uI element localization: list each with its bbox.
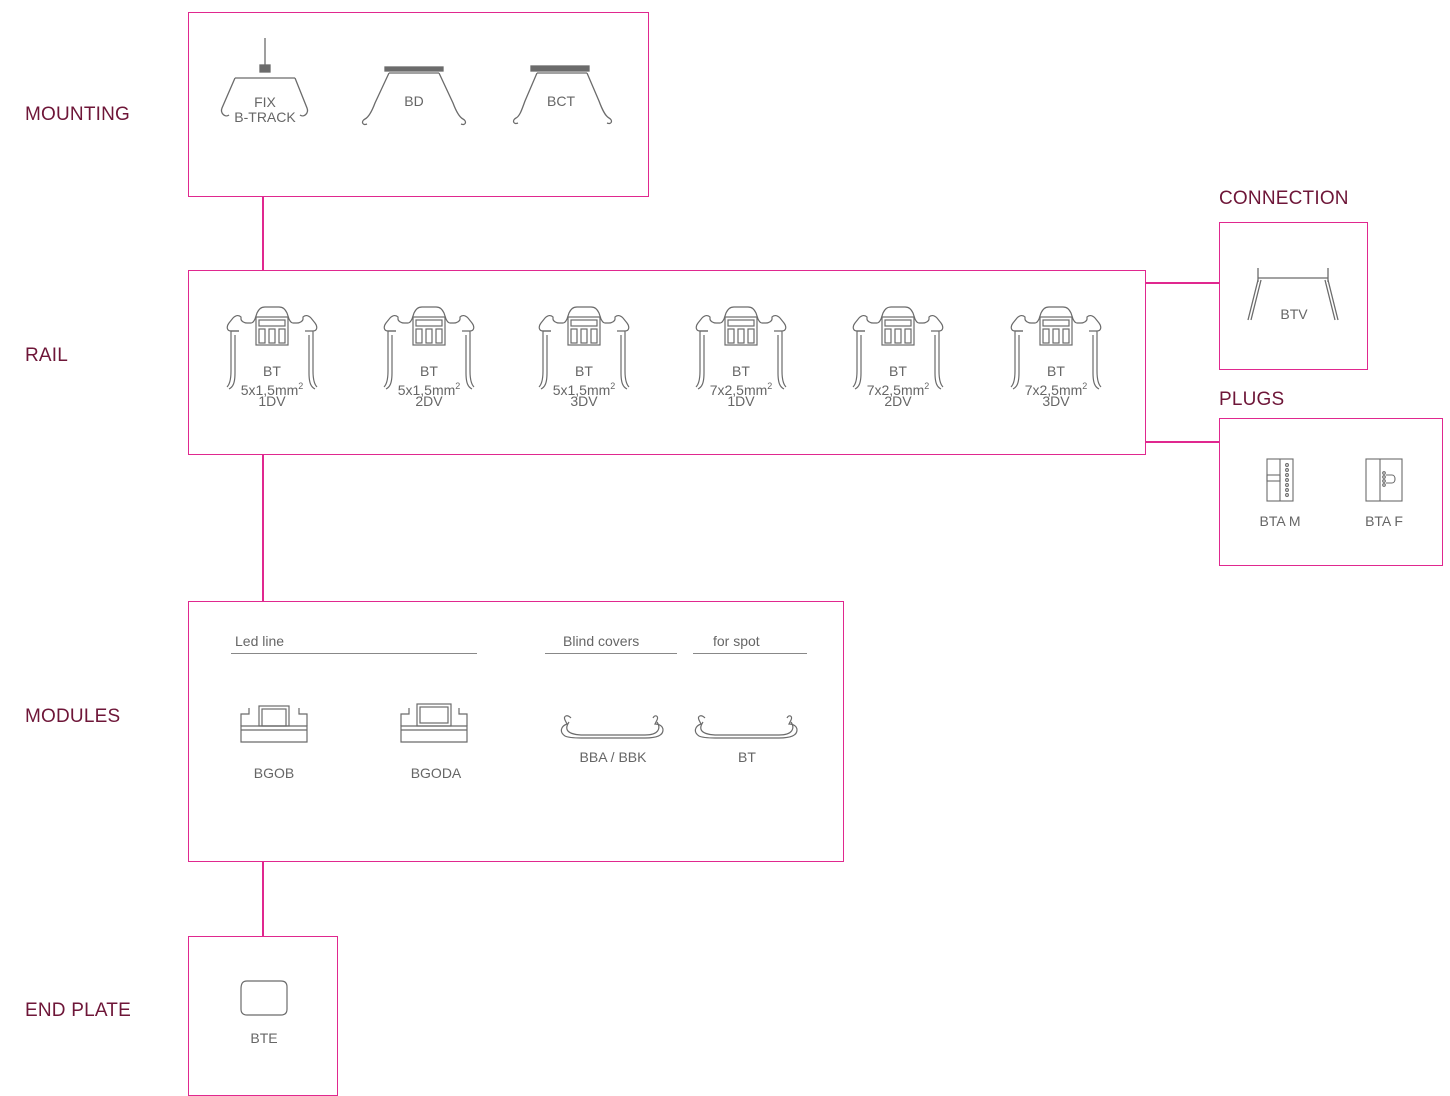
bt-spot-cover-icon xyxy=(694,715,798,739)
bd-profile-icon xyxy=(361,66,467,126)
btaf-label: BTA F xyxy=(1365,513,1403,529)
plug-item-btam[interactable]: BTA M xyxy=(1258,457,1310,537)
fix-btrack-label-line1: FIX xyxy=(254,94,276,110)
connector-modules-endplate xyxy=(262,861,264,937)
bba-bbk-label: BBA / BBK xyxy=(579,749,647,765)
bt-rail-profile-icon xyxy=(226,306,318,390)
btv-label: BTV xyxy=(1280,306,1308,322)
for-spot-underline xyxy=(693,653,807,654)
btaf-plug-icon xyxy=(1365,458,1403,502)
connector-rail-plugs xyxy=(1145,441,1220,443)
rail-item-name: BT xyxy=(575,363,593,379)
fix-btrack-profile-icon xyxy=(220,38,309,117)
module-item-bgoda[interactable]: BGODA xyxy=(399,703,469,789)
mounting-box: FIX B-TRACK BD BCT xyxy=(188,12,649,197)
modules-box: Led line Blind covers for spot BGOB xyxy=(188,601,844,862)
subheading-blind-covers: Blind covers xyxy=(563,633,640,649)
mounting-item-fix-btrack[interactable]: FIX B-TRACK xyxy=(219,38,315,133)
subheading-led-line: Led line xyxy=(235,633,285,649)
module-item-bgob[interactable]: BGOB xyxy=(239,704,309,789)
rail-item-name: BT xyxy=(1047,363,1065,379)
bct-label: BCT xyxy=(547,93,575,109)
mounting-item-bd[interactable]: BD xyxy=(361,63,467,133)
rail-item-variant: 1DV xyxy=(727,393,755,409)
btam-plug-icon xyxy=(1266,458,1294,502)
bt-rail-profile-icon xyxy=(695,306,787,390)
subheading-for-spot: for spot xyxy=(713,633,760,649)
led-line-underline xyxy=(231,653,477,654)
mounting-item-bct[interactable]: BCT xyxy=(512,63,615,133)
bgob-module-icon xyxy=(240,705,308,743)
bt-rail-profile-icon xyxy=(538,306,630,390)
rail-item-name: BT xyxy=(263,363,281,379)
rail-item-name: BT xyxy=(420,363,438,379)
bgoda-module-icon xyxy=(400,703,468,743)
connector-rail-modules xyxy=(262,454,264,601)
bgob-label: BGOB xyxy=(253,765,295,781)
bct-profile-icon xyxy=(512,65,613,125)
rail-item-spec: 5x1,5mm2 xyxy=(552,381,616,398)
rail-item-variant: 3DV xyxy=(570,393,598,409)
rail-item-spec: 7x2,5mm2 xyxy=(1024,381,1088,398)
bte-end-plate-icon xyxy=(240,980,288,1016)
section-label-mounting: MOUNTING xyxy=(25,104,131,125)
rail-item-variant: 2DV xyxy=(415,393,443,409)
bt-rail-profile-icon xyxy=(1010,306,1102,390)
rail-item-spec: 5x1,5mm2 xyxy=(240,381,304,398)
connection-item-btv[interactable]: BTV xyxy=(1246,268,1342,328)
rail-item-spec: 5x1,5mm2 xyxy=(397,381,461,398)
bt-rail-profile-icon xyxy=(383,306,475,390)
rail-item-name: BT xyxy=(732,363,750,379)
connector-rail-connection xyxy=(1145,282,1220,284)
bt-spot-label: BT xyxy=(738,749,756,765)
btv-connector-icon xyxy=(1247,268,1339,321)
bt-rail-profile-icon xyxy=(852,306,944,390)
blind-covers-underline xyxy=(545,653,677,654)
connector-mounting-rail xyxy=(262,196,264,270)
rail-item-spec: 7x2,5mm2 xyxy=(709,381,773,398)
fix-btrack-label-line2: B-TRACK xyxy=(234,109,296,125)
bd-label: BD xyxy=(404,93,424,109)
section-label-modules: MODULES xyxy=(25,706,121,727)
section-label-end-plate: END PLATE xyxy=(25,1000,131,1021)
bba-bbk-cover-icon xyxy=(560,715,664,739)
connection-box: BTV xyxy=(1219,222,1368,370)
module-item-bt-spot[interactable]: BT xyxy=(693,712,801,772)
section-label-rail: RAIL xyxy=(25,345,69,366)
end-plate-item-bte[interactable]: BTE xyxy=(239,979,289,1049)
rail-item-variant: 2DV xyxy=(884,393,912,409)
bte-label: BTE xyxy=(250,1030,278,1046)
section-label-plugs: PLUGS xyxy=(1219,389,1285,410)
rail-item-variant: 1DV xyxy=(258,393,286,409)
plug-item-btaf[interactable]: BTA F xyxy=(1360,457,1412,537)
rail-item-spec: 7x2,5mm2 xyxy=(866,381,930,398)
bgoda-label: BGODA xyxy=(410,765,462,781)
module-item-bba-bbk[interactable]: BBA / BBK xyxy=(557,712,669,772)
plugs-box: BTA M BTA F xyxy=(1219,418,1443,566)
rail-item-variant: 3DV xyxy=(1042,393,1070,409)
section-label-connection: CONNECTION xyxy=(1219,188,1349,209)
end-plate-box: BTE xyxy=(188,936,338,1096)
btam-label: BTA M xyxy=(1259,513,1301,529)
rail-item-name: BT xyxy=(889,363,907,379)
